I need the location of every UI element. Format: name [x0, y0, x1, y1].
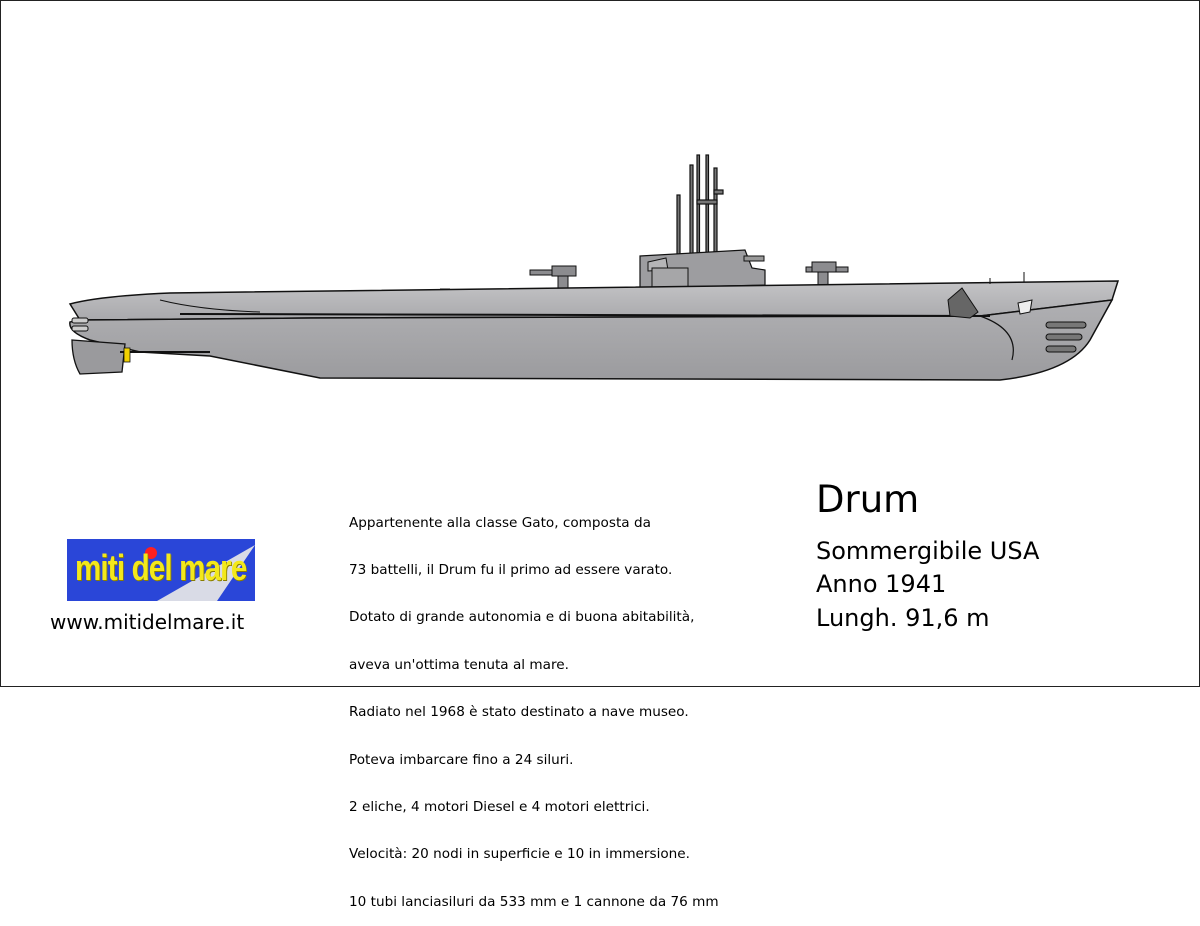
ship-name: Drum — [816, 478, 920, 521]
submarine-drawing — [68, 154, 1120, 381]
description-line: Poteva imbarcare fino a 24 siluri. — [349, 751, 574, 768]
description-line: 2 eliche, 4 motori Diesel e 4 motori ele… — [349, 798, 650, 815]
logo-sail-icon — [145, 545, 255, 601]
deck-gun-fore — [805, 261, 849, 287]
spec-type: Sommergibile USA — [816, 537, 1040, 565]
rudder — [71, 339, 126, 375]
spec-length: Lungh. 91,6 m — [816, 604, 990, 632]
description-line: 73 battelli, il Drum fu il primo ad esse… — [349, 561, 673, 578]
spec-year: Anno 1941 — [816, 570, 947, 598]
logo-text: miti del mare — [75, 547, 247, 588]
description-line: Velocità: 20 nodi in superficie e 10 in … — [349, 846, 690, 863]
bow-plane — [947, 287, 979, 319]
description-text: Appartenente alla classe Gato, composta … — [349, 484, 719, 926]
description-line: Radiato nel 1968 è stato destinato a nav… — [349, 704, 689, 721]
website-link[interactable]: www.mitidelmare.it — [50, 610, 245, 634]
description-line: Dotato di grande autonomia e di buona ab… — [349, 609, 695, 626]
periscope-masts — [676, 154, 724, 256]
deck-gun-aft — [529, 265, 577, 291]
description-line: Appartenente alla classe Gato, composta … — [349, 514, 651, 531]
description-line: 10 tubi lanciasiluri da 533 mm e 1 canno… — [349, 893, 719, 910]
torpedo-vents — [1045, 321, 1087, 353]
description-line: aveva un'ottima tenuta al mare. — [349, 656, 569, 673]
logo: miti del mare — [67, 539, 255, 601]
